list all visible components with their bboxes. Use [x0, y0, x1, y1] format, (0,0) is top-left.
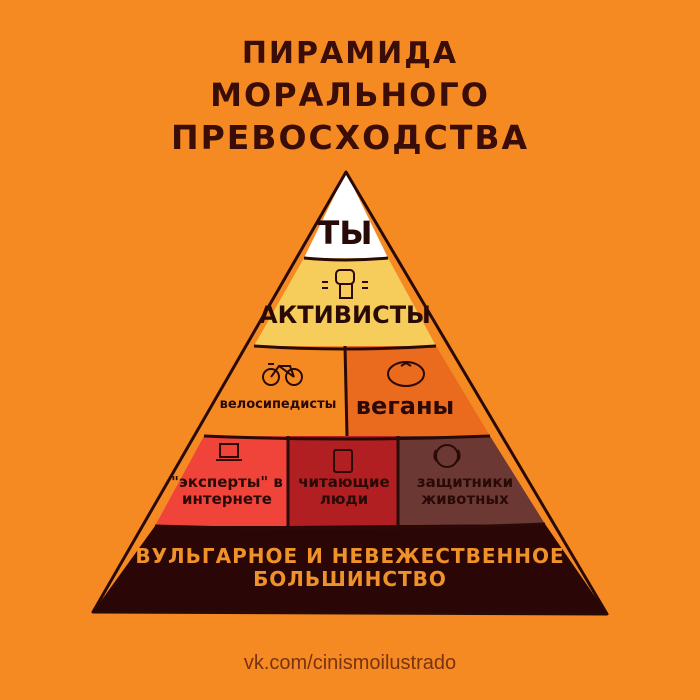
dog-icon — [433, 444, 461, 468]
label-majority: ВУЛЬГАРНОЕ И НЕВЕЖЕСТВЕННОЕ БОЛЬШИНСТВО — [135, 544, 565, 591]
title-line-3: ПРЕВОСХОДСТВА — [170, 118, 530, 157]
level-majority — [93, 524, 607, 614]
level-vegans — [345, 346, 490, 436]
label-activists: АКТИВИСТЫ — [259, 301, 431, 329]
level-readers — [288, 436, 398, 526]
level-cyclists — [204, 346, 347, 436]
tomato-icon — [387, 361, 425, 387]
credit-link[interactable]: vk.com/cinismoilustrado — [243, 652, 457, 674]
label-you: ТЫ — [317, 214, 373, 252]
label-readers: читающие люди — [298, 473, 390, 509]
book-icon — [333, 449, 353, 473]
raised-fist-icon — [322, 269, 368, 299]
title-line-1: ПИРАМИДА — [241, 36, 459, 71]
level-activists — [254, 258, 436, 346]
level-internet-experts — [155, 436, 288, 526]
bicycle-icon — [262, 363, 303, 386]
level-you — [304, 172, 388, 258]
label-internet-experts: "эксперты" в интернете — [171, 473, 283, 509]
title-line-2: МОРАЛЬНОГО — [210, 76, 490, 114]
label-vegans: веганы — [355, 392, 455, 420]
label-cyclists: велосипедисты — [219, 397, 337, 412]
label-animal-defenders: защитники животных — [416, 473, 514, 509]
laptop-icon — [216, 443, 242, 461]
